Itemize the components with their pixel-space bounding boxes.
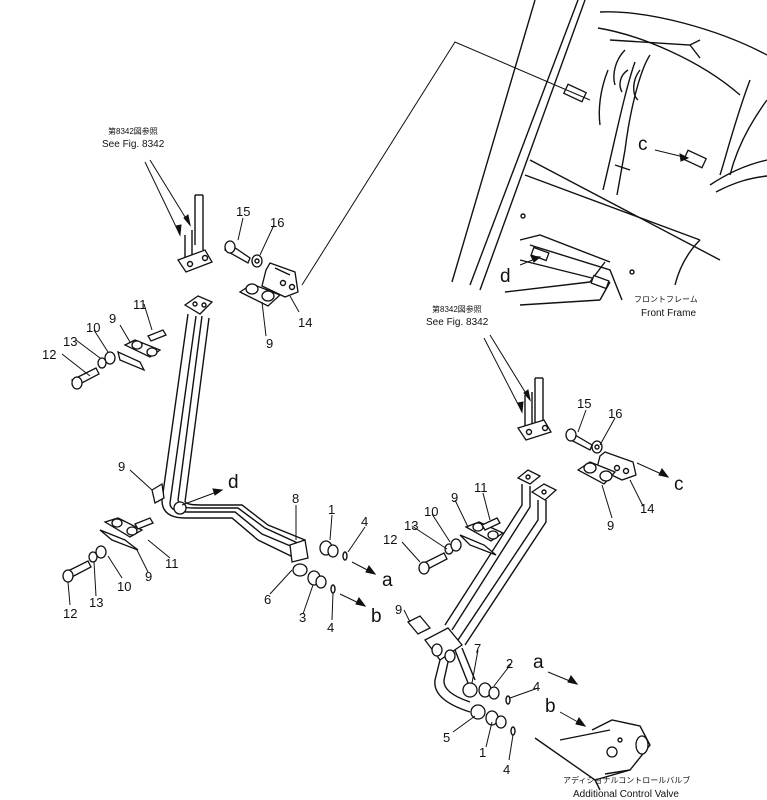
- part-12-left-top: 12: [42, 347, 56, 362]
- part-5: 5: [443, 730, 450, 745]
- letter-d-upper: d: [500, 266, 511, 287]
- part-11-right: 11: [474, 480, 488, 495]
- part-4-right-b: 4: [503, 762, 510, 777]
- fig-ref-jp-left: 第8342図参照: [108, 126, 158, 136]
- front-frame-drawing: [301, 0, 767, 306]
- part-9-right-b: 9: [607, 518, 614, 533]
- letter-a-mid: a: [382, 570, 393, 591]
- part-3: 3: [299, 610, 306, 625]
- reference-labels: 第8342図参照 See Fig. 8342 第8342図参照 See Fig.…: [102, 126, 698, 800]
- front-frame-jp-label: フロントフレーム: [634, 295, 698, 304]
- front-frame-label: Front Frame: [641, 308, 696, 319]
- part-11-left-top: 11: [133, 297, 147, 312]
- letter-d-left: d: [228, 472, 239, 493]
- part-16-right: 16: [608, 406, 622, 421]
- right-tube-assembly: [406, 334, 670, 791]
- part-2: 2: [506, 656, 513, 671]
- part-9-left-top: 9: [109, 311, 116, 326]
- part-9-right-a: 9: [451, 490, 458, 505]
- control-valve-jp-label: アディショナルコントロールバルブ: [563, 775, 690, 785]
- part-7: 7: [474, 641, 481, 656]
- fig-ref-right: See Fig. 8342: [426, 317, 489, 328]
- part-9-left-bottom: 9: [145, 569, 152, 584]
- left-tube-assembly: [62, 159, 377, 607]
- control-valve-label: Additional Control Valve: [573, 789, 679, 800]
- letter-c-upper: c: [638, 134, 648, 155]
- part-number-labels: 15 16 14 9 11 9 10 13 12 9 8 1 4 6 3 4 1…: [42, 204, 654, 777]
- part-13-right: 13: [404, 518, 418, 533]
- part-1-mid: 1: [328, 502, 335, 517]
- letter-a-right: a: [533, 652, 544, 673]
- part-10-right: 10: [424, 504, 438, 519]
- fig-ref-jp-right: 第8342図参照: [432, 304, 482, 314]
- part-11-left-bottom: 11: [165, 556, 179, 571]
- part-9-right-c: 9: [395, 602, 402, 617]
- part-12-right: 12: [383, 532, 397, 547]
- letter-c-right: c: [674, 474, 684, 495]
- part-4-mid: 4: [361, 514, 368, 529]
- part-9-left-top2: 9: [266, 336, 273, 351]
- part-10-left-bottom: 10: [117, 579, 131, 594]
- part-14-right: 14: [640, 501, 654, 516]
- part-4-right-a: 4: [533, 679, 540, 694]
- leader-lines: [61, 217, 644, 761]
- part-4-mid2: 4: [327, 620, 334, 635]
- part-14-left: 14: [298, 315, 312, 330]
- part-8: 8: [292, 491, 299, 506]
- part-6: 6: [264, 592, 271, 607]
- part-15-left: 15: [236, 204, 250, 219]
- fig-ref-left: See Fig. 8342: [102, 139, 165, 150]
- connection-letters: c d d c a b a b: [228, 134, 684, 717]
- part-10-left-top: 10: [86, 320, 100, 335]
- part-13-left-top: 13: [63, 334, 77, 349]
- part-1-right: 1: [479, 745, 486, 760]
- letter-b-right: b: [545, 696, 556, 717]
- part-16-left: 16: [270, 215, 284, 230]
- part-12-left-bottom: 12: [63, 606, 77, 621]
- part-13-left-bottom: 13: [89, 595, 103, 610]
- letter-b-mid: b: [371, 606, 382, 627]
- part-15-right: 15: [577, 396, 591, 411]
- part-9-left-mid: 9: [118, 459, 125, 474]
